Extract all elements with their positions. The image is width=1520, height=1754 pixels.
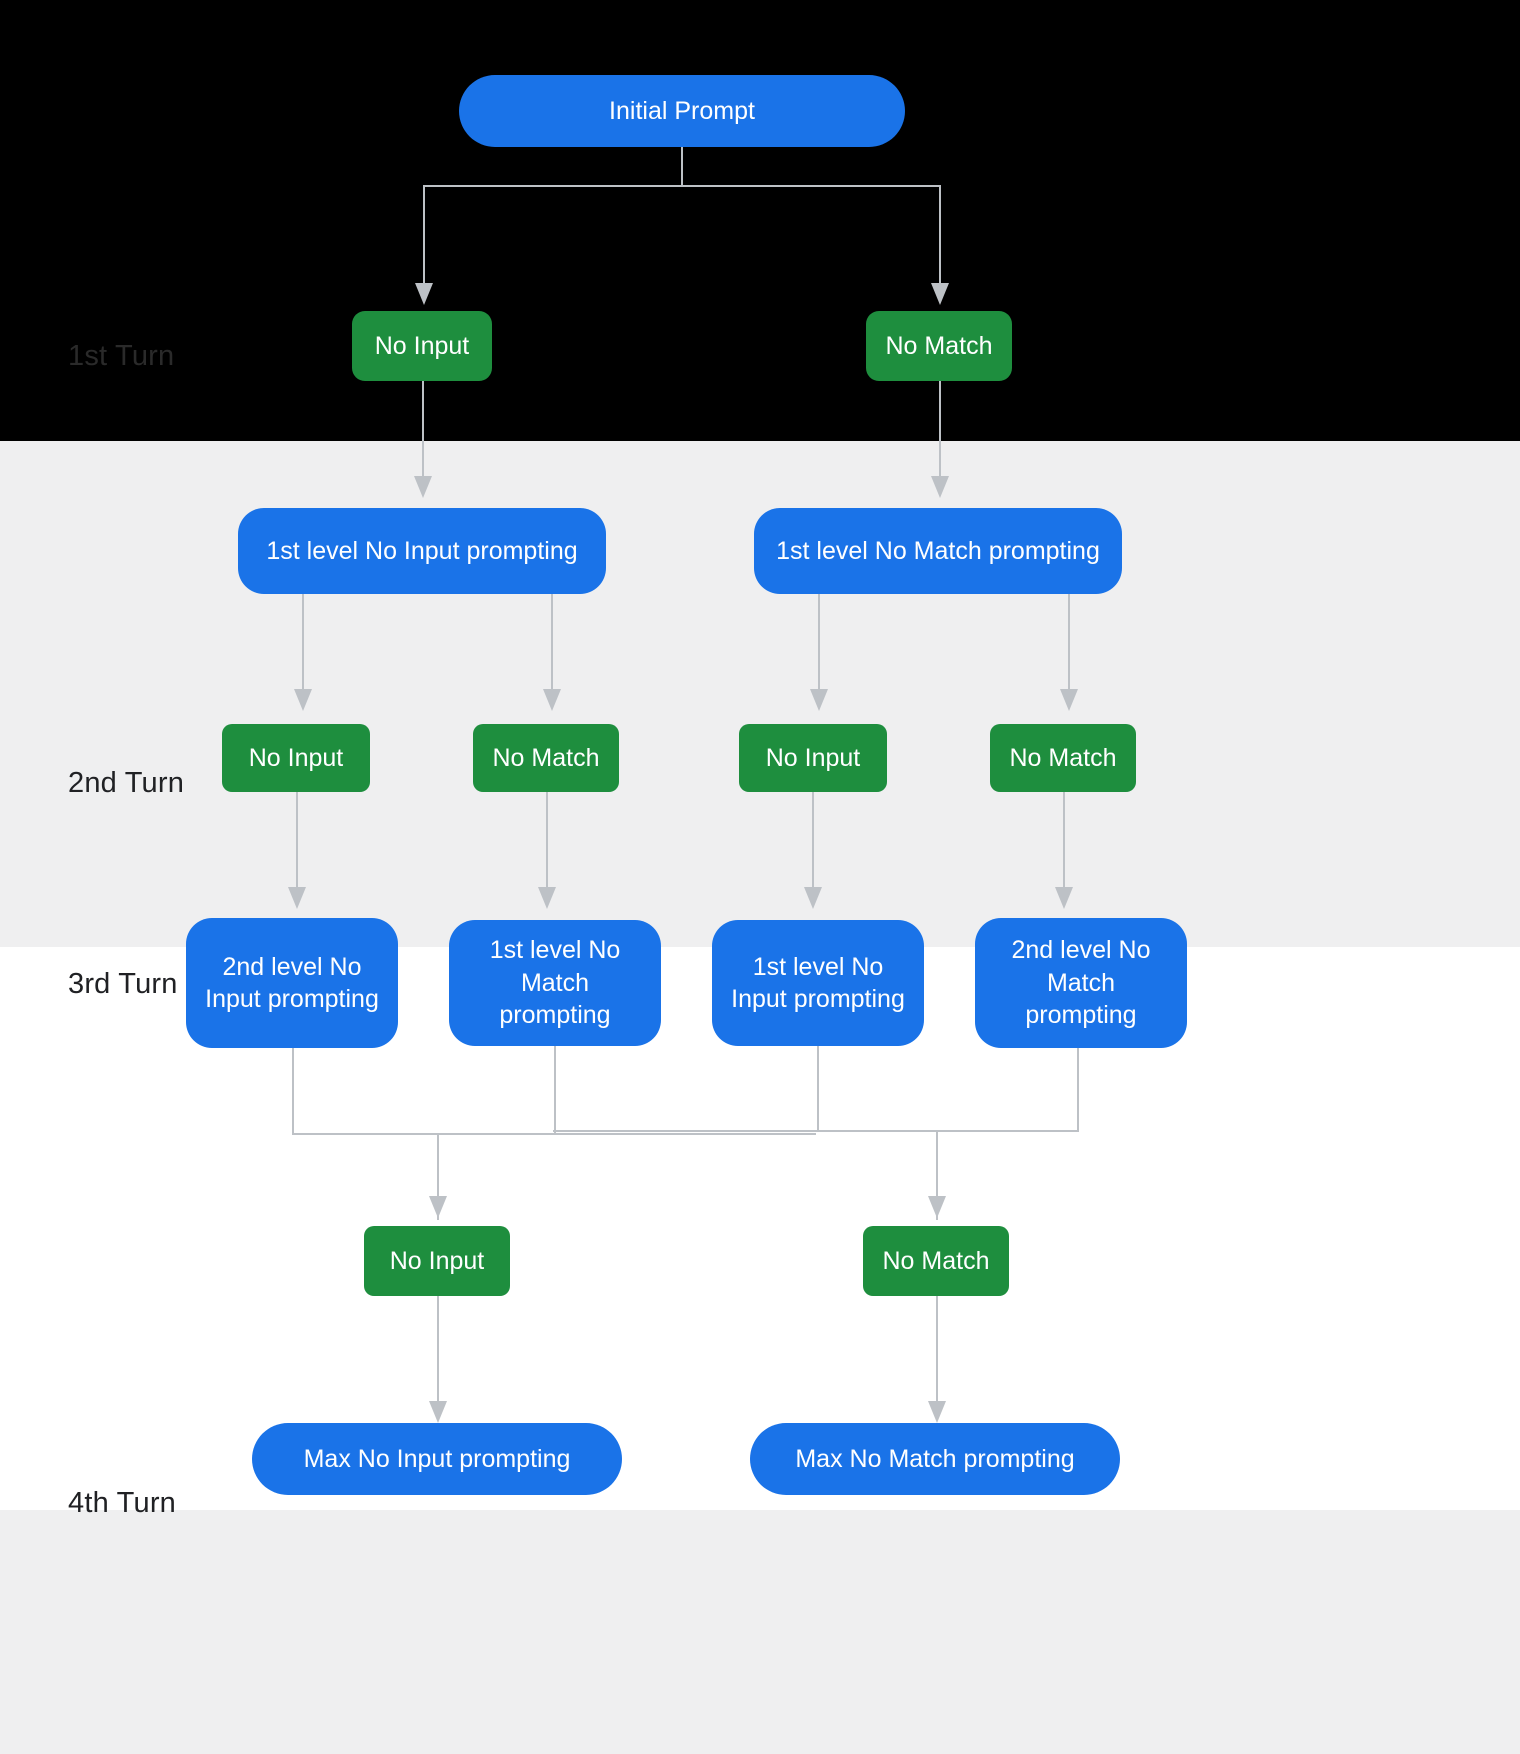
connector-p2a-stub <box>292 1048 294 1134</box>
arrowhead-p1ma-to-noinput <box>810 689 828 711</box>
connector-merge-rail-upper <box>553 1130 1079 1132</box>
connector-initial-stem <box>681 145 683 186</box>
connector-merge-rail-lower <box>292 1133 816 1135</box>
node-1st-level-no-input-prompting[interactable]: 1st level No Input prompting <box>238 508 606 594</box>
connector-t1-nomatch-down <box>939 381 941 476</box>
node-2nd-turn-no-match-a[interactable]: No Match <box>473 724 619 792</box>
turn-label-4th: 4th Turn <box>68 1487 176 1519</box>
turn-label-3rd: 3rd Turn <box>68 968 178 1000</box>
node-1st-turn-no-input[interactable]: No Input <box>352 311 492 381</box>
connector-p1ma-to-nomatch <box>1068 594 1070 689</box>
connector-t2a-nomatch-down <box>546 792 548 887</box>
node-3rd-turn-no-input[interactable]: No Input <box>364 1226 510 1296</box>
node-2nd-turn-no-match-b[interactable]: No Match <box>990 724 1136 792</box>
connector-t3-noinput-down <box>437 1296 439 1401</box>
connector-p1in-to-noinput <box>302 594 304 689</box>
arrowhead-p1in-to-noinput <box>294 689 312 711</box>
node-1st-level-no-match-prompting-t3[interactable]: 1st level No Match prompting <box>449 920 661 1046</box>
turn-label-1st: 1st Turn <box>68 340 175 372</box>
turn-band-1st <box>0 0 1520 441</box>
node-max-no-input-prompting[interactable]: Max No Input prompting <box>252 1423 622 1495</box>
arrowhead-initial-to-noinput <box>415 283 433 305</box>
node-3rd-turn-no-match[interactable]: No Match <box>863 1226 1009 1296</box>
connector-initial-bus <box>423 185 941 187</box>
node-1st-turn-no-match[interactable]: No Match <box>866 311 1012 381</box>
connector-t2b-noinput-down <box>812 792 814 887</box>
arrowhead-initial-to-nomatch <box>931 283 949 305</box>
arrowhead-merge-to-no-input <box>429 1196 447 1218</box>
arrowhead-t2b-nomatch-down <box>1055 887 1073 909</box>
arrowhead-t1-nomatch-down <box>931 476 949 498</box>
arrowhead-t3-nomatch-down <box>928 1401 946 1423</box>
connector-t2b-nomatch-down <box>1063 792 1065 887</box>
turn-band-4th <box>0 1510 1520 1754</box>
node-1st-level-no-input-prompting-t3[interactable]: 1st level No Input prompting <box>712 920 924 1046</box>
turn-label-2nd: 2nd Turn <box>68 767 185 799</box>
connector-t3-nomatch-down <box>936 1296 938 1401</box>
node-2nd-turn-no-input-a[interactable]: No Input <box>222 724 370 792</box>
connector-p2b-stub <box>554 1046 556 1134</box>
node-1st-level-no-match-prompting[interactable]: 1st level No Match prompting <box>754 508 1122 594</box>
arrowhead-t2a-nomatch-down <box>538 887 556 909</box>
arrowhead-t2b-noinput-down <box>804 887 822 909</box>
connector-t2a-noinput-down <box>296 792 298 887</box>
connector-p1ma-to-noinput <box>818 594 820 689</box>
arrowhead-merge-to-no-match <box>928 1196 946 1218</box>
node-initial-prompt[interactable]: Initial Prompt <box>459 75 905 147</box>
connector-initial-to-nomatch <box>939 185 941 283</box>
connector-initial-to-noinput <box>423 185 425 283</box>
node-max-no-match-prompting[interactable]: Max No Match prompting <box>750 1423 1120 1495</box>
arrowhead-p1ma-to-nomatch <box>1060 689 1078 711</box>
arrowhead-t1-noinput-down <box>414 476 432 498</box>
connector-p1in-to-nomatch <box>551 594 553 689</box>
node-2nd-level-no-input-prompting[interactable]: 2nd level No Input prompting <box>186 918 398 1048</box>
connector-merge-to-no-match <box>936 1130 938 1220</box>
arrowhead-p1in-to-nomatch <box>543 689 561 711</box>
node-2nd-turn-no-input-b[interactable]: No Input <box>739 724 887 792</box>
arrowhead-t2a-noinput-down <box>288 887 306 909</box>
connector-p2c-stub <box>817 1046 819 1130</box>
arrowhead-t3-noinput-down <box>429 1401 447 1423</box>
node-2nd-level-no-match-prompting[interactable]: 2nd level No Match prompting <box>975 918 1187 1048</box>
connector-p2d-stub <box>1077 1048 1079 1130</box>
connector-t1-noinput-down <box>422 381 424 476</box>
connector-merge-to-no-input <box>437 1133 439 1220</box>
